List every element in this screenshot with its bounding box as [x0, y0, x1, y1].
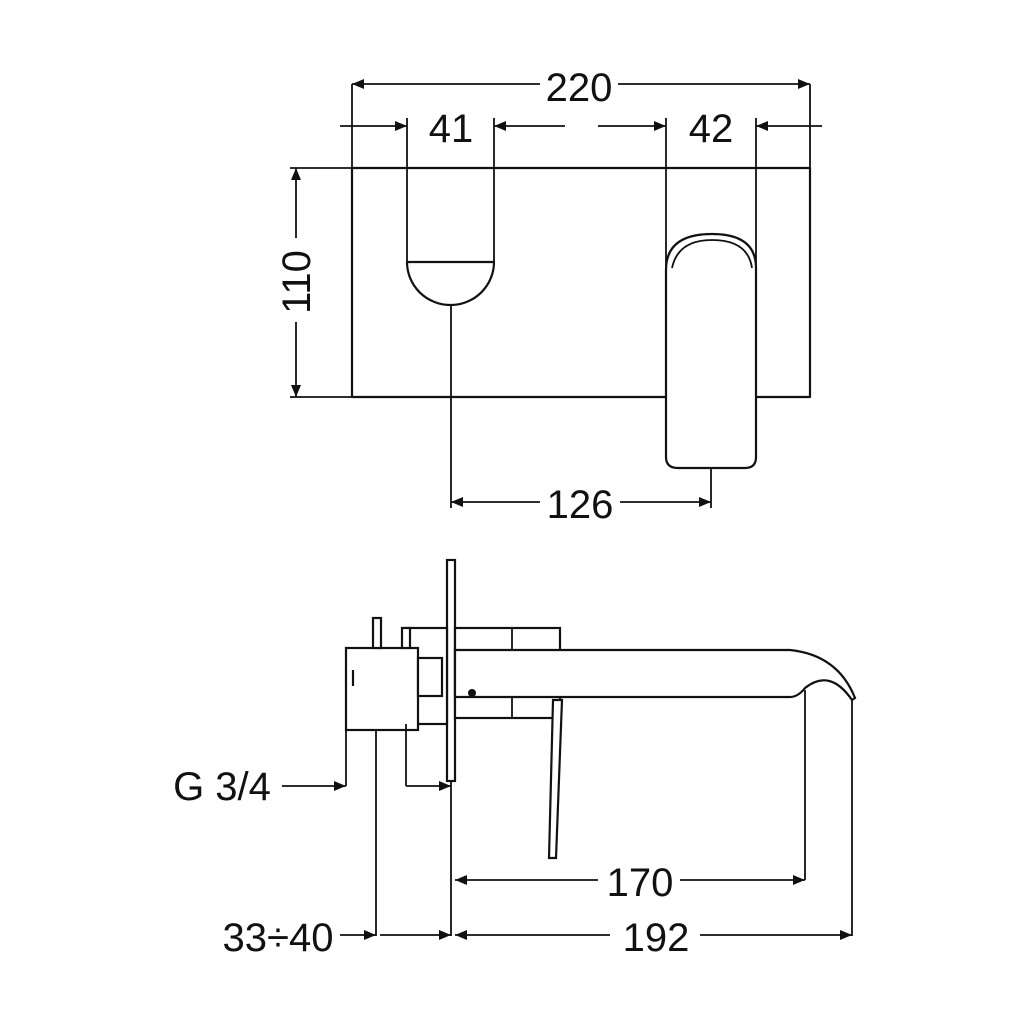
dim-lever-offset-label: 42 — [689, 107, 734, 151]
side-view: G 3/4 170 33÷40 192 — [173, 558, 857, 960]
side-wall-plate — [445, 558, 457, 783]
spout-aerator-dot — [468, 689, 476, 697]
dim-spout-offset-label: 41 — [429, 107, 474, 151]
inlet-nut — [416, 656, 444, 698]
dim-center-distance-label: 126 — [547, 483, 614, 527]
dim-total-reach-label: 192 — [623, 916, 690, 960]
dim-height-label: 110 — [275, 250, 319, 314]
spout-outlet — [405, 260, 496, 307]
inlet-pin-2 — [400, 626, 412, 650]
lever-handle — [664, 232, 758, 470]
dim-width-label: 220 — [546, 66, 613, 110]
inlet-connector — [344, 646, 420, 732]
thread-label: G 3/4 — [173, 765, 271, 809]
dim-spout-reach-label: 170 — [607, 861, 674, 905]
dim-wall-depth-label: 33÷40 — [223, 916, 334, 960]
lever-handle-edge — [671, 239, 753, 269]
wall-plate — [350, 166, 812, 399]
front-view: 220 41 42 110 126 — [275, 66, 822, 527]
inlet-pin — [371, 616, 383, 650]
side-lever — [547, 698, 564, 860]
spout — [453, 648, 857, 702]
